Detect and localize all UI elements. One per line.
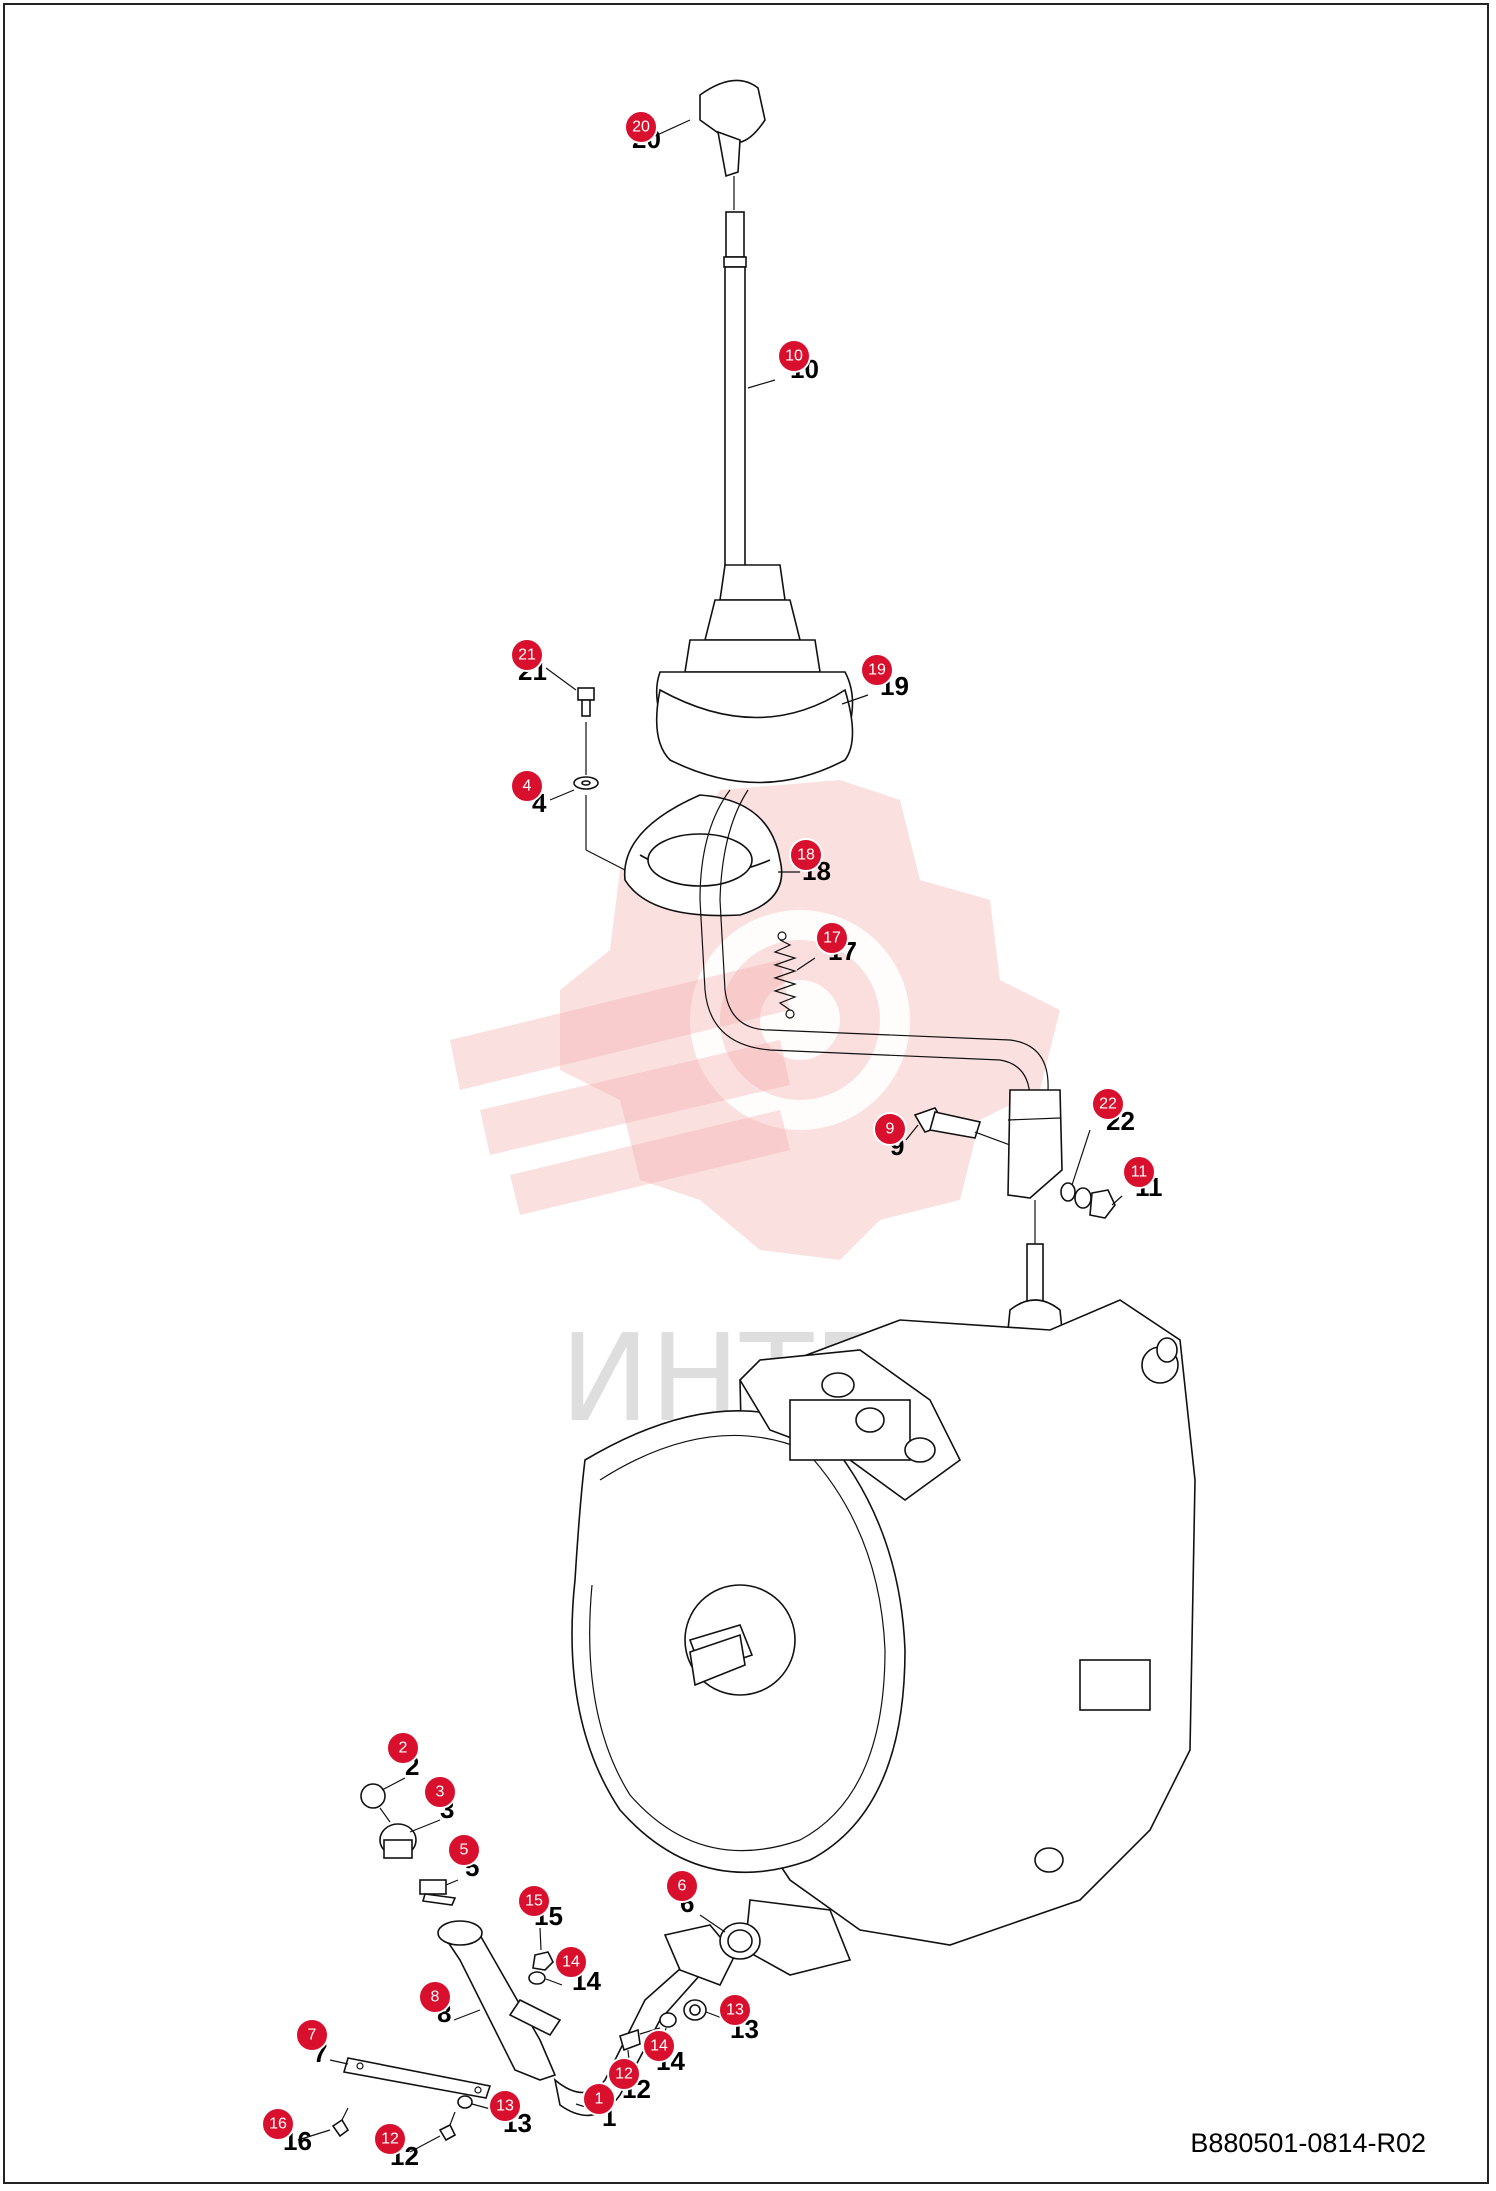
callout-leader-8 bbox=[453, 2009, 481, 2021]
callout-badge-17[interactable] bbox=[815, 921, 849, 955]
callout-leader-7 bbox=[329, 2059, 349, 2065]
callout-badge-14a[interactable] bbox=[554, 1945, 588, 1979]
callout-badge-18[interactable] bbox=[789, 838, 823, 872]
callout-badge-15[interactable] bbox=[517, 1884, 551, 1918]
callouts: 2020101021211919441818171799222211112233… bbox=[261, 110, 1163, 2171]
callout-badge-3[interactable] bbox=[423, 1775, 457, 1809]
callout-badge-label-13b: 13 bbox=[496, 2098, 514, 2115]
callout-badge-label-16: 16 bbox=[269, 2116, 287, 2133]
callout-badge-7[interactable] bbox=[295, 2018, 329, 2052]
lever-bracket bbox=[1007, 1089, 1063, 1199]
callout-badge-label-13a: 13 bbox=[726, 2002, 744, 2019]
callout-badge-label-21: 21 bbox=[518, 647, 536, 664]
callout-leader-20 bbox=[654, 119, 691, 137]
washers-22 bbox=[1060, 1182, 1092, 1209]
drawing-reference-code: B880501-0814-R02 bbox=[1190, 2128, 1426, 2158]
callout-badge-label-3: 3 bbox=[436, 1784, 445, 1801]
nut-11 bbox=[1089, 1189, 1116, 1219]
callout-badge-label-15: 15 bbox=[525, 1893, 543, 1910]
callout-badge-label-5: 5 bbox=[460, 1842, 469, 1859]
callout-badge-label-12a: 12 bbox=[615, 2066, 633, 2083]
callout-leader-11 bbox=[1111, 1195, 1123, 1206]
transmission-housing bbox=[571, 1243, 1196, 1976]
callout-leader-21 bbox=[545, 667, 577, 691]
callout-badge-label-20: 20 bbox=[632, 119, 650, 136]
filler-cap bbox=[379, 1823, 417, 1859]
callout-leader-14a bbox=[545, 1978, 563, 1986]
bolt-12a bbox=[619, 2027, 661, 2052]
callout-leader-5 bbox=[445, 1879, 459, 1886]
callout-badge-13b[interactable] bbox=[488, 2089, 522, 2123]
callout-badge-label-2: 2 bbox=[399, 1740, 408, 1757]
callout-badge-label-14b: 14 bbox=[650, 2038, 668, 2055]
callout-badge-label-9: 9 bbox=[886, 1121, 895, 1138]
callout-badge-21[interactable] bbox=[510, 638, 544, 672]
callout-badge-label-14a: 14 bbox=[562, 1954, 580, 1971]
callout-badge-label-12b: 12 bbox=[381, 2131, 399, 2148]
callout-badge-12b[interactable] bbox=[373, 2122, 407, 2156]
callout-badge-label-10: 10 bbox=[785, 348, 803, 365]
callout-leader-2 bbox=[381, 1777, 406, 1791]
callout-badge-22[interactable] bbox=[1091, 1087, 1125, 1121]
callout-badge-10[interactable] bbox=[777, 339, 811, 373]
screw-12b bbox=[438, 2111, 457, 2142]
callout-badge-4[interactable] bbox=[510, 769, 544, 803]
shift-knob bbox=[699, 79, 766, 178]
callout-badge-label-1: 1 bbox=[595, 2091, 604, 2108]
dipstick-cap bbox=[360, 1783, 391, 1823]
callout-leader-19 bbox=[841, 694, 869, 705]
callout-badge-19[interactable] bbox=[860, 653, 894, 687]
callout-leader-3 bbox=[409, 1819, 441, 1833]
screw-16 bbox=[331, 2107, 350, 2138]
callout-badge-11[interactable] bbox=[1122, 1155, 1156, 1189]
callout-leader-22 bbox=[1071, 1129, 1091, 1186]
callout-badge-1[interactable] bbox=[582, 2082, 616, 2116]
callout-badge-20[interactable] bbox=[624, 110, 658, 144]
washer-13b bbox=[457, 2095, 473, 2109]
callout-badge-label-19: 19 bbox=[868, 662, 886, 679]
callout-badge-label-17: 17 bbox=[823, 930, 841, 947]
lever-boot bbox=[655, 564, 854, 784]
shift-lever-rod bbox=[723, 176, 747, 568]
nut-15 bbox=[532, 1951, 554, 1971]
washer-4 bbox=[573, 776, 626, 871]
callout-badge-label-18: 18 bbox=[797, 847, 815, 864]
callout-leader-16 bbox=[297, 2129, 331, 2141]
callout-badge-14b[interactable] bbox=[642, 2029, 676, 2063]
callout-badge-8[interactable] bbox=[418, 1980, 452, 2014]
washer-14a bbox=[528, 1971, 546, 1985]
lever-bent-arm bbox=[699, 789, 1049, 1101]
callout-badge-label-8: 8 bbox=[431, 1989, 440, 2006]
callout-badge-6[interactable] bbox=[665, 1869, 699, 1903]
callout-leader-9 bbox=[905, 1124, 919, 1141]
callout-badge-label-11: 11 bbox=[1131, 1164, 1148, 1181]
bolt-21 bbox=[577, 687, 595, 775]
callout-badge-label-22: 22 bbox=[1099, 1096, 1117, 1113]
callout-badge-12a[interactable] bbox=[607, 2057, 641, 2091]
strap-7 bbox=[342, 2057, 492, 2099]
callout-leader-15 bbox=[539, 1927, 542, 1951]
return-spring bbox=[773, 931, 797, 1019]
callout-leader-17 bbox=[796, 957, 816, 971]
callout-leader-12b bbox=[409, 2135, 441, 2153]
callout-badge-5[interactable] bbox=[447, 1833, 481, 1867]
callout-leader-4 bbox=[549, 789, 575, 801]
seal-5 bbox=[419, 1879, 457, 1906]
callout-badge-2[interactable] bbox=[386, 1731, 420, 1765]
callout-badge-label-4: 4 bbox=[523, 778, 532, 795]
o-ring-6 bbox=[719, 1922, 761, 1960]
callout-badge-label-7: 7 bbox=[308, 2027, 317, 2044]
callout-badge-16[interactable] bbox=[261, 2107, 295, 2141]
callout-badge-9[interactable] bbox=[873, 1112, 907, 1146]
washer-14b bbox=[659, 2012, 677, 2028]
pivot-pin bbox=[913, 1107, 1011, 1146]
callout-leader-13a bbox=[705, 2011, 723, 2019]
washer-13a bbox=[683, 1999, 707, 2021]
callout-leader-10 bbox=[747, 379, 776, 389]
callout-badge-label-6: 6 bbox=[678, 1878, 687, 1895]
callout-badge-13a[interactable] bbox=[718, 1993, 752, 2027]
filler-tube bbox=[437, 1920, 562, 2081]
callout-leader-6 bbox=[699, 1914, 726, 1933]
